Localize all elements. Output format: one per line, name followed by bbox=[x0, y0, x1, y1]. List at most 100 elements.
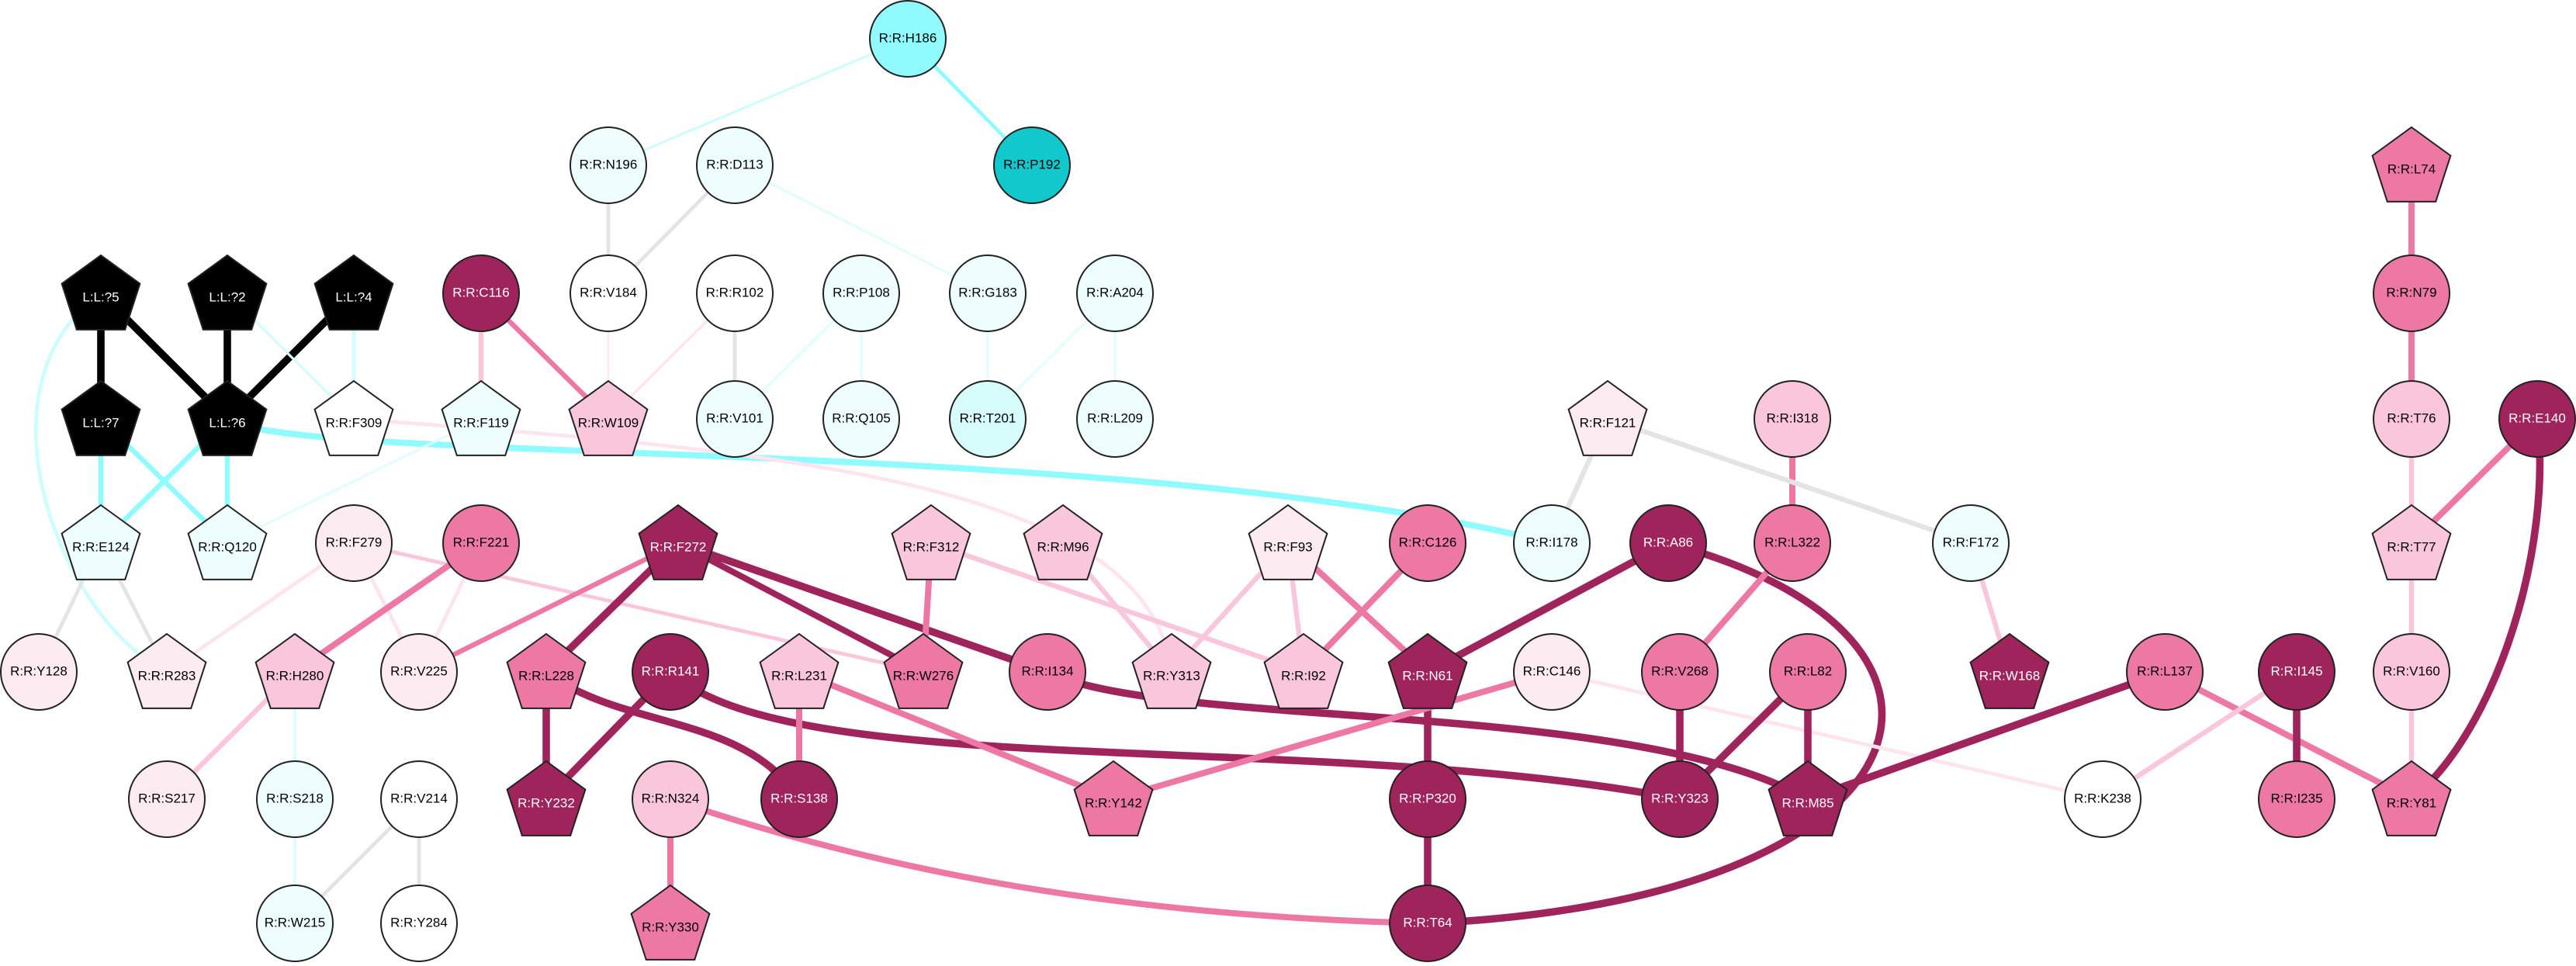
node-r-r-a86: R:R:A86 bbox=[1629, 504, 1707, 582]
node-r-r-y142: R:R:Y142 bbox=[1073, 760, 1154, 836]
node-r-r-a204: R:R:A204 bbox=[1076, 254, 1154, 332]
node-r-r-n61: R:R:N61 bbox=[1387, 632, 1468, 709]
node-r-r-n79: R:R:N79 bbox=[2373, 254, 2450, 332]
node-shape-r-r-a86 bbox=[1629, 504, 1707, 582]
node-label-r-r-d113: R:R:D113 bbox=[706, 157, 763, 171]
node-shape-r-r-v225 bbox=[380, 633, 458, 711]
node-shape-r-r-n61 bbox=[1387, 632, 1468, 709]
node-shape-r-r-y81 bbox=[2371, 760, 2452, 836]
edge-r-r-r141-r-r-y323 bbox=[667, 669, 1681, 803]
node-r-r-f172: R:R:F172 bbox=[1932, 504, 2010, 582]
node-shape-r-r-v268 bbox=[1641, 633, 1719, 711]
node-shape-r-r-q105 bbox=[822, 380, 900, 458]
node-l-l-5: L:L:?5 bbox=[61, 254, 141, 331]
node-r-r-f312: R:R:F312 bbox=[891, 504, 971, 580]
node-r-r-f121: R:R:F121 bbox=[1567, 379, 1648, 456]
node-shape-r-r-c146 bbox=[1513, 633, 1591, 711]
node-r-r-i318: R:R:I318 bbox=[1754, 380, 1831, 458]
node-shape-r-r-w168 bbox=[1969, 632, 2050, 709]
node-shape-r-r-y313 bbox=[1131, 632, 1212, 709]
node-r-r-f279: R:R:F279 bbox=[315, 504, 393, 582]
node-r-r-f309: R:R:F309 bbox=[313, 379, 394, 456]
node-r-r-q120: R:R:Q120 bbox=[187, 504, 268, 580]
node-shape-r-r-l74 bbox=[2371, 126, 2452, 203]
node-shape-r-r-i235 bbox=[2258, 760, 2335, 838]
node-shape-r-r-a204 bbox=[1076, 254, 1154, 332]
node-shape-r-r-v214 bbox=[380, 760, 458, 838]
node-r-r-c126: R:R:C126 bbox=[1389, 504, 1466, 582]
node-shape-r-r-h186 bbox=[869, 0, 947, 78]
node-l-l-2: L:L:?2 bbox=[187, 254, 268, 331]
node-label-r-r-v214: R:R:V214 bbox=[390, 791, 448, 805]
node-r-r-p108: R:R:P108 bbox=[822, 254, 900, 332]
node-label-r-r-v184: R:R:V184 bbox=[580, 285, 637, 299]
node-shape-r-r-g183 bbox=[949, 254, 1027, 332]
node-r-r-v184: R:R:V184 bbox=[570, 254, 647, 332]
node-r-r-i92: R:R:I92 bbox=[1263, 632, 1344, 709]
node-label-l-l-6: L:L:?6 bbox=[209, 415, 245, 430]
node-shape-r-r-f272 bbox=[638, 504, 718, 580]
node-label-r-r-h186: R:R:H186 bbox=[879, 30, 937, 45]
node-r-r-r141: R:R:R141 bbox=[632, 633, 709, 711]
node-shape-r-r-d113 bbox=[696, 126, 774, 204]
node-shape-r-r-f121 bbox=[1567, 379, 1648, 456]
node-label-r-r-p192: R:R:P192 bbox=[1003, 157, 1061, 171]
node-shape-l-l-6 bbox=[187, 379, 268, 456]
node-shape-r-r-y128 bbox=[0, 633, 78, 711]
node-label-r-r-e140: R:R:E140 bbox=[2508, 410, 2566, 425]
node-r-r-i235: R:R:I235 bbox=[2258, 760, 2335, 838]
node-shape-r-r-f279 bbox=[315, 504, 393, 582]
node-label-r-r-h280: R:R:H280 bbox=[266, 668, 324, 683]
node-r-r-s218: R:R:S218 bbox=[256, 760, 334, 838]
node-r-r-i145: R:R:I145 bbox=[2258, 633, 2335, 711]
node-shape-r-r-v160 bbox=[2373, 633, 2450, 711]
node-r-r-l74: R:R:L74 bbox=[2371, 126, 2452, 203]
edge-r-r-f309-r-r-y313 bbox=[353, 417, 1174, 673]
node-label-r-r-w276: R:R:W276 bbox=[893, 668, 954, 683]
node-r-r-v160: R:R:V160 bbox=[2373, 633, 2450, 711]
node-shape-r-r-s138 bbox=[760, 760, 838, 838]
node-shape-r-r-s217 bbox=[128, 760, 206, 838]
node-label-l-l-4: L:L:?4 bbox=[335, 289, 372, 304]
node-r-r-y323: R:R:Y323 bbox=[1641, 760, 1719, 838]
node-r-r-v101: R:R:V101 bbox=[696, 380, 774, 458]
node-r-r-l137: R:R:L137 bbox=[2126, 633, 2204, 711]
node-label-r-r-a86: R:R:A86 bbox=[1643, 535, 1693, 549]
node-shape-r-r-y330 bbox=[630, 884, 711, 961]
edge-r-r-f272-r-r-w276 bbox=[677, 540, 925, 675]
node-shape-r-r-y284 bbox=[380, 885, 458, 962]
node-label-r-r-l231: R:R:L231 bbox=[771, 668, 827, 683]
edge-r-r-f272-r-r-v225 bbox=[417, 541, 680, 674]
node-label-r-r-w215: R:R:W215 bbox=[265, 915, 325, 930]
node-label-r-r-e124: R:R:E124 bbox=[72, 539, 130, 554]
node-r-r-t76: R:R:T76 bbox=[2373, 380, 2450, 458]
node-shape-r-r-l231 bbox=[759, 632, 840, 709]
node-r-r-w109: R:R:W109 bbox=[568, 379, 649, 456]
node-label-r-r-f309: R:R:F309 bbox=[326, 415, 383, 430]
node-r-r-f221: R:R:F221 bbox=[442, 504, 520, 582]
node-r-r-t201: R:R:T201 bbox=[949, 380, 1027, 458]
node-label-r-r-y323: R:R:Y323 bbox=[1651, 791, 1709, 805]
node-r-r-d113: R:R:D113 bbox=[696, 126, 774, 204]
node-shape-r-r-l137 bbox=[2126, 633, 2204, 711]
node-label-r-r-s217: R:R:S217 bbox=[138, 791, 196, 805]
node-r-r-k238: R:R:K238 bbox=[2064, 760, 2141, 838]
node-label-r-r-f172: R:R:F172 bbox=[1943, 535, 2000, 549]
node-shape-r-r-i145 bbox=[2258, 633, 2335, 711]
node-r-r-l322: R:R:L322 bbox=[1754, 504, 1831, 582]
node-label-r-r-k238: R:R:K238 bbox=[2074, 791, 2131, 805]
node-shape-r-r-l228 bbox=[506, 632, 587, 709]
node-shape-r-r-w276 bbox=[883, 632, 964, 709]
node-shape-r-r-w215 bbox=[256, 885, 334, 962]
edge-r-r-l137-r-r-m85 bbox=[1806, 668, 2166, 803]
node-shape-r-r-q120 bbox=[187, 504, 268, 580]
edge-r-r-a86-r-r-t64 bbox=[1427, 539, 1886, 927]
node-shape-r-r-f221 bbox=[442, 504, 520, 582]
node-label-r-r-t77: R:R:T77 bbox=[2387, 539, 2436, 554]
node-label-r-r-y313: R:R:Y313 bbox=[1143, 668, 1200, 683]
node-shape-r-r-m96 bbox=[1023, 504, 1103, 580]
node-label-r-r-v101: R:R:V101 bbox=[706, 410, 763, 425]
node-shape-r-r-r102 bbox=[696, 254, 774, 332]
node-shape-r-r-i178 bbox=[1513, 504, 1591, 582]
node-shape-r-r-y142 bbox=[1073, 760, 1154, 836]
